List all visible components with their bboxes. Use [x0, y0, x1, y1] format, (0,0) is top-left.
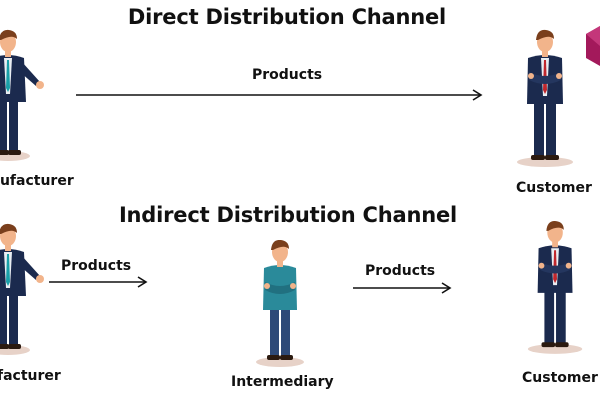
products-label-indirect-1: Products — [61, 258, 132, 274]
products-label-indirect-2: Products — [365, 263, 436, 279]
customer-label-indirect: Customer — [522, 370, 598, 386]
direct-channel-title: Direct Distribution Channel — [127, 5, 447, 29]
corner-badge-shape — [586, 26, 600, 66]
indirect-channel-title: Indirect Distribution Channel — [118, 203, 458, 227]
manufacturer-label-indirect: facturer — [0, 368, 61, 384]
customer-figure-direct — [517, 29, 573, 167]
manufacturer-label-direct: nufacturer — [0, 173, 74, 189]
indirect-products-arrow-2 — [353, 282, 452, 294]
direct-products-arrow — [76, 89, 483, 101]
intermediary-figure — [256, 240, 304, 367]
indirect-products-arrow-1 — [49, 276, 148, 288]
customer-label-direct: Customer — [516, 180, 592, 196]
products-label-direct: Products — [252, 67, 323, 83]
intermediary-label: Intermediary — [231, 374, 334, 390]
manufacturer-figure-direct — [0, 29, 44, 161]
manufacturer-figure-indirect — [0, 223, 44, 355]
customer-figure-indirect — [527, 221, 583, 354]
